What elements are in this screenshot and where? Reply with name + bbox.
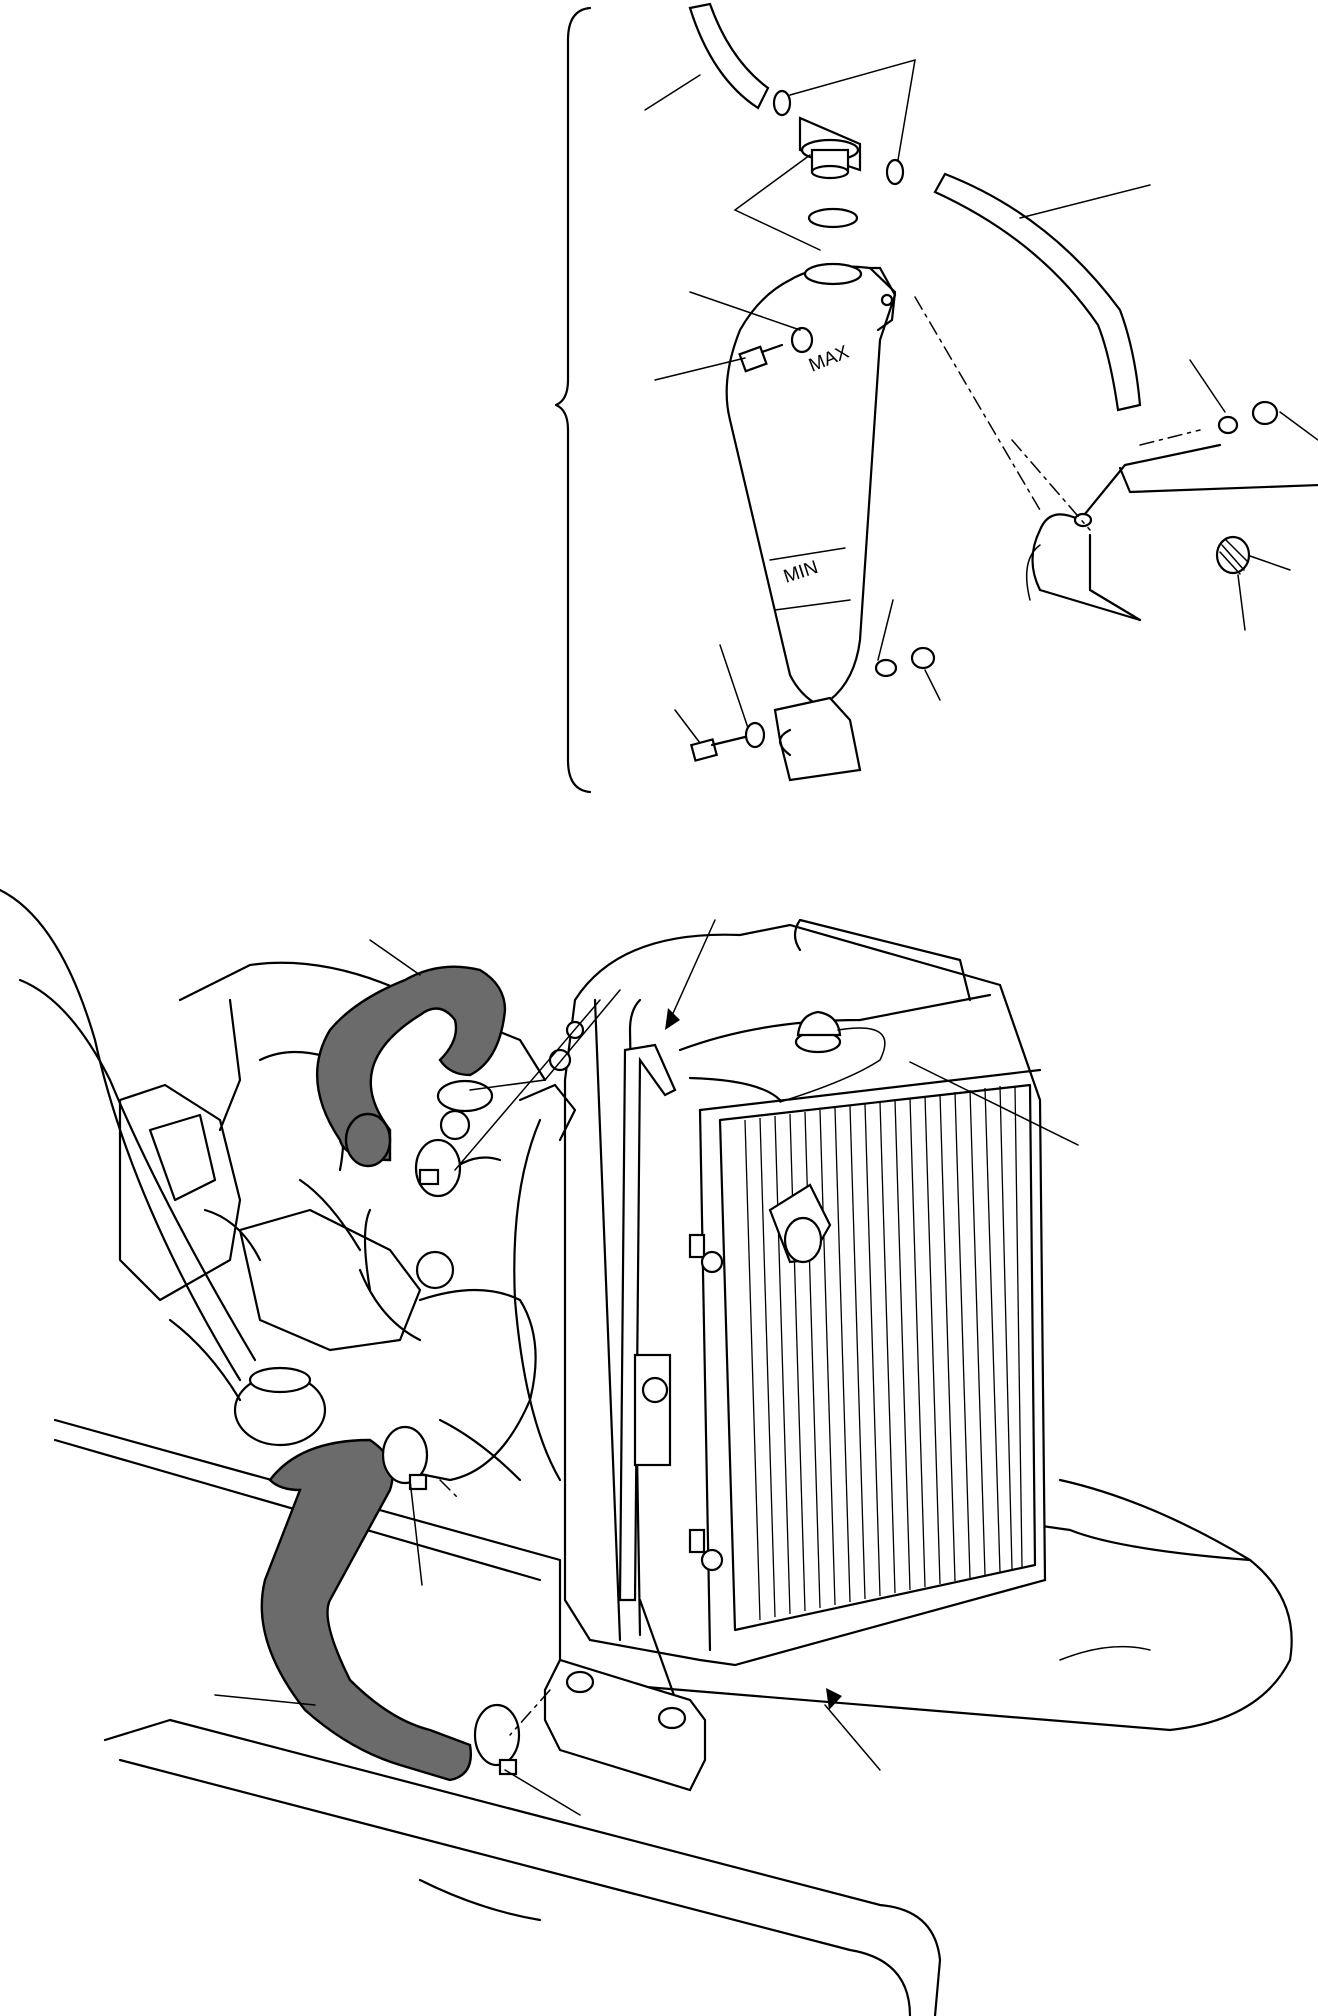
reservoir-cap-tee — [798, 116, 862, 180]
upper-hose-end — [344, 1112, 392, 1168]
arrowhead-radiator-top — [665, 1008, 680, 1030]
reservoir-neck — [803, 262, 863, 286]
radiator-side-bolts — [688, 1233, 724, 1572]
detail-brace — [554, 6, 592, 794]
reservoir-detail-view: MAX MIN — [554, 2, 1318, 794]
radiator — [543, 918, 1047, 1792]
radiator-filler-cap — [779, 1010, 886, 1103]
expansion-reservoir — [725, 265, 897, 707]
radiator-core-fins — [744, 1085, 1023, 1621]
leader-lines-detail — [644, 58, 1318, 744]
radiator-inlet-elbow — [768, 1183, 832, 1264]
mount-lug-hole — [880, 293, 894, 307]
radiator-mount-strap — [543, 1043, 707, 1792]
lower-radiator-hose — [260, 1438, 472, 1782]
hose-clamp-right — [885, 158, 905, 186]
upper-overflow-hose — [688, 2, 770, 110]
lower-hose-clamps — [381, 1425, 521, 1776]
cap-o-ring — [807, 207, 859, 229]
leader-lines-main — [214, 919, 1079, 1816]
return-hose — [933, 172, 1142, 412]
hose-clamp-upper — [772, 89, 792, 117]
reservoir-mount-bracket — [1025, 400, 1318, 622]
engine-radiator-assembly-view — [0, 888, 1293, 2016]
arrowhead-radiator-bottom — [826, 1688, 842, 1710]
upper-radiator-hose — [315, 965, 507, 1162]
reservoir-lower-bracket — [689, 646, 936, 782]
reservoir-bolt-upper — [738, 326, 814, 373]
